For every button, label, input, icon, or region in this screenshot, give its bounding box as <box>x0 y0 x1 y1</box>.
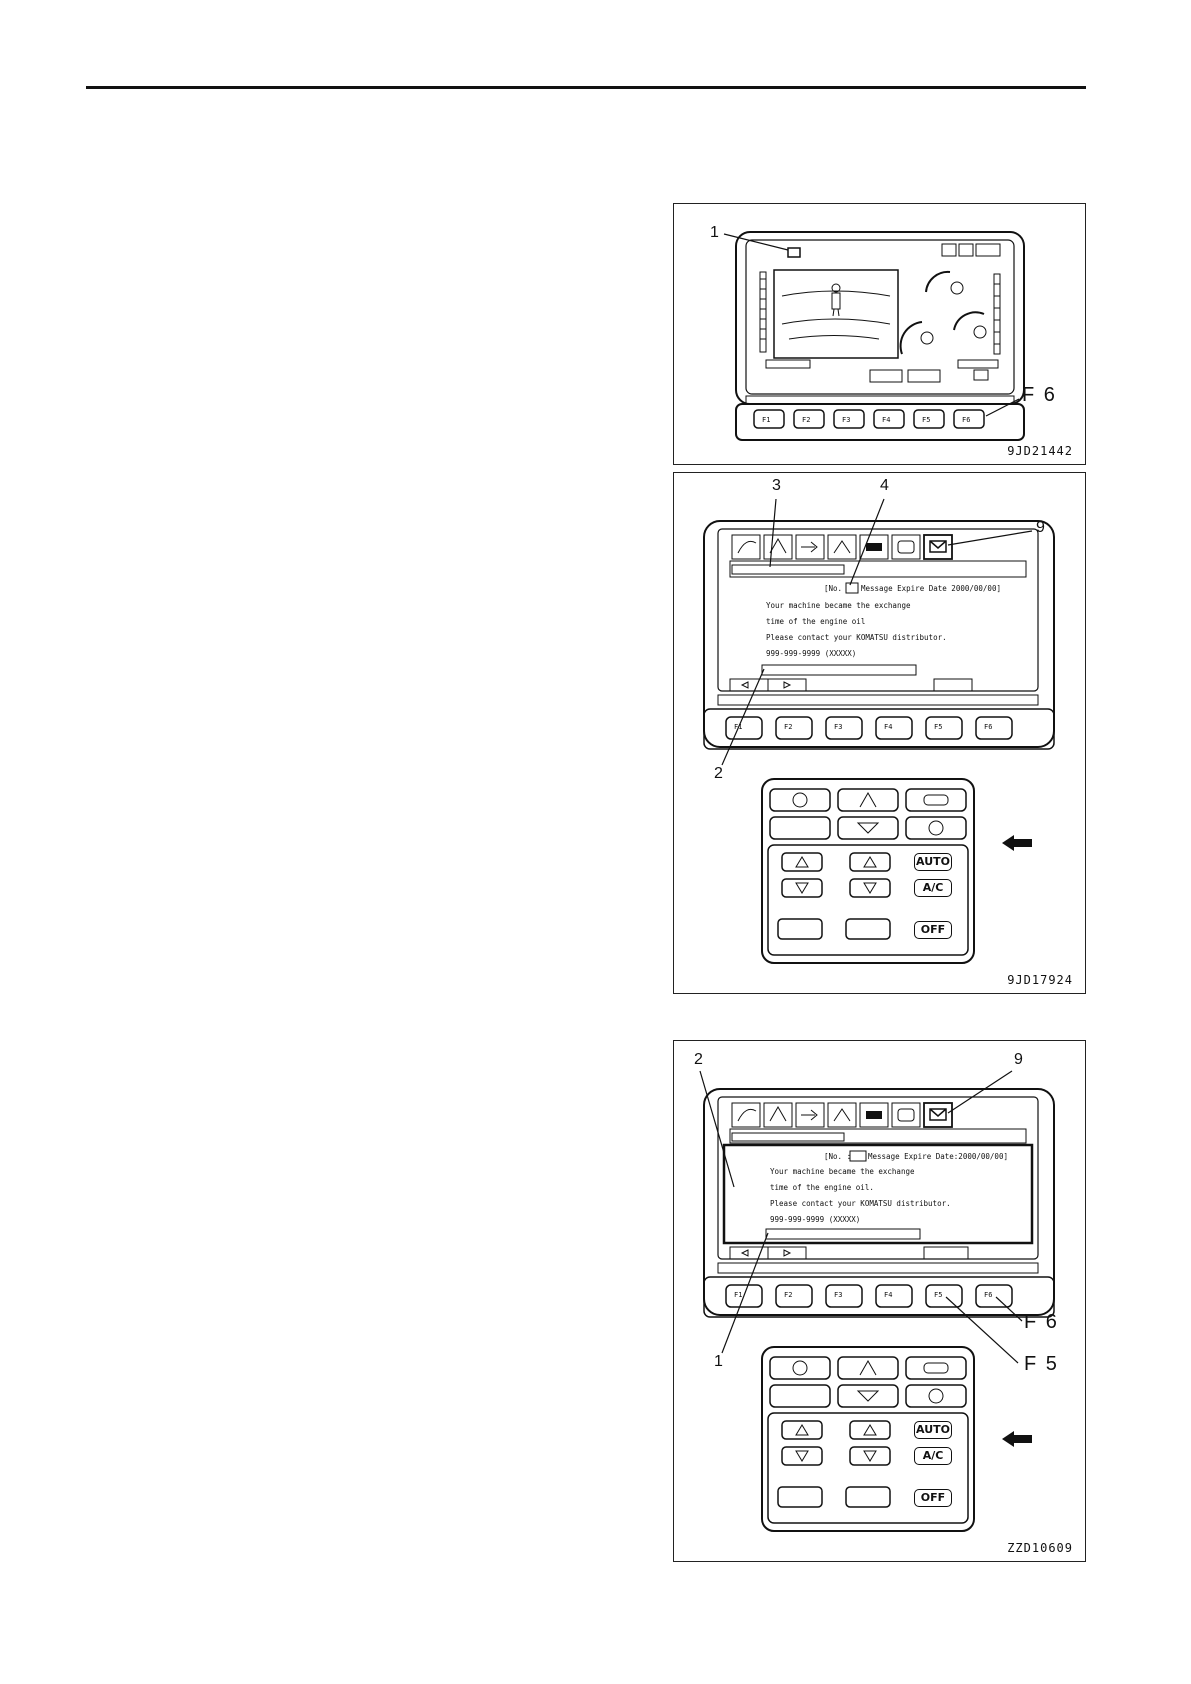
callout-f5: F 5 <box>1024 1353 1059 1375</box>
message-line-1: Your machine became the exchange <box>766 601 911 610</box>
message-number-label: [No. : <box>824 1152 852 1161</box>
fkey-label-f5: F5 <box>934 1291 943 1299</box>
callout-3: 3 <box>772 477 781 494</box>
auto-button-label: AUTO <box>914 853 952 871</box>
fkey-label-f2: F2 <box>784 1291 793 1299</box>
message-line-4: 999-999-9999 (XXXXX) <box>770 1215 861 1224</box>
fkey-label-f3: F3 <box>834 723 843 731</box>
callout-4: 4 <box>880 477 889 494</box>
figure-code: ZZD10609 <box>1007 1541 1073 1555</box>
callout-f6: F 6 <box>1024 1311 1059 1333</box>
monitor-message-drawing <box>703 498 1055 964</box>
figure-code: 9JD17924 <box>1007 973 1073 987</box>
callout-2: 2 <box>714 765 723 782</box>
figure-code: 9JD21442 <box>1007 444 1073 458</box>
callout-1: 1 <box>714 1353 723 1370</box>
fkey-label-f5: F5 <box>934 723 943 731</box>
callout-9: 9 <box>1014 1051 1023 1068</box>
message-line-2: time of the engine oil. <box>770 1183 874 1192</box>
off-button-label: OFF <box>914 1489 952 1507</box>
message-number-label: [No. <box>824 584 843 593</box>
fkey-label-f2: F2 <box>784 723 793 731</box>
ac-button-label: A/C <box>914 1447 952 1465</box>
message-expire-date: Message Expire Date:2000/00/00] <box>868 1152 1008 1161</box>
ac-button-label: A/C <box>914 879 952 897</box>
fkey-label-f6: F6 <box>984 723 993 731</box>
fkey-label-f4: F4 <box>884 723 893 731</box>
fkey-label-f4: F4 <box>882 416 891 424</box>
fkey-label-f5: F5 <box>922 416 931 424</box>
callout-9: 9 <box>1036 519 1045 536</box>
message-line-3: Please contact your KOMATSU distributor. <box>766 633 947 642</box>
off-button-label: OFF <box>914 921 952 939</box>
figure-message-screen: 3 4 9 2 [No. Message Expire Date 2000/00… <box>673 472 1086 994</box>
message-expire-date: Message Expire Date 2000/00/00] <box>861 584 1001 593</box>
fkey-label-f1: F1 <box>734 1291 743 1299</box>
fkey-label-f6: F6 <box>984 1291 993 1299</box>
figure-monitor-main-screen: 1 F 6 F1 F2 F3 F4 F5 F6 9JD21442 <box>673 203 1086 465</box>
fkey-label-f1: F1 <box>762 416 771 424</box>
monitor-drawing <box>723 231 1025 441</box>
fkey-label-f2: F2 <box>802 416 811 424</box>
message-line-3: Please contact your KOMATSU distributor. <box>770 1199 951 1208</box>
auto-button-label: AUTO <box>914 1421 952 1439</box>
fkey-label-f4: F4 <box>884 1291 893 1299</box>
message-line-2: time of the engine oil <box>766 617 866 626</box>
fkey-label-f1: F1 <box>734 723 743 731</box>
callout-f6: F 6 <box>1022 384 1057 406</box>
fkey-label-f3: F3 <box>842 416 851 424</box>
top-rule <box>86 86 1086 89</box>
callout-2: 2 <box>694 1051 703 1068</box>
message-line-4: 999-999-9999 (XXXXX) <box>766 649 857 658</box>
fkey-label-f6: F6 <box>962 416 971 424</box>
monitor-message-scroll-drawing <box>699 1070 1055 1532</box>
message-line-1: Your machine became the exchange <box>770 1167 915 1176</box>
callout-1: 1 <box>710 224 719 241</box>
figure-message-scroll: 2 9 1 F 6 F 5 [No. : Message Expire Date… <box>673 1040 1086 1562</box>
fkey-label-f3: F3 <box>834 1291 843 1299</box>
